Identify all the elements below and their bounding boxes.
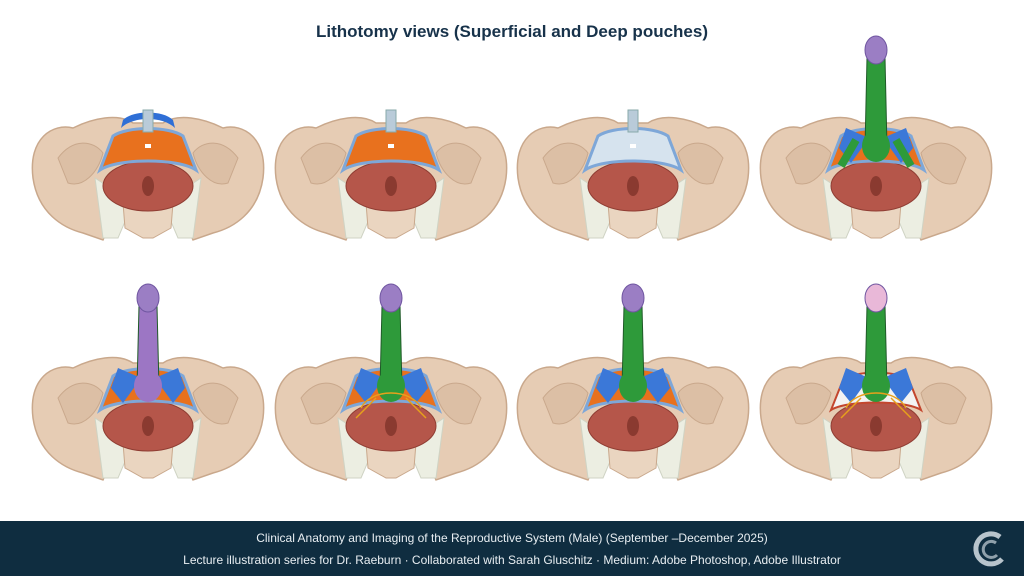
slide-title: Lithotomy views (Superficial and Deep po… [315,22,708,41]
illustration-bulbospongiosus [23,268,273,488]
logo-icon [973,531,1004,567]
illustration-perineal-membrane [508,28,758,248]
illustration-deep-pouch [751,268,1001,488]
illustration-penis-crura [751,28,1001,248]
credits-line: Lecture illustration series for Dr. Raeb… [183,553,841,567]
illustration-deep-muscles [508,268,758,488]
course-title: Clinical Anatomy and Imaging of the Repr… [256,531,768,545]
illustration-superficial-pouch-1 [23,28,273,248]
illustration-superficial-pouch-2 [266,28,516,248]
illustration-nerves-vessels [266,268,516,488]
footer-bar: Clinical Anatomy and Imaging of the Repr… [0,521,1024,576]
